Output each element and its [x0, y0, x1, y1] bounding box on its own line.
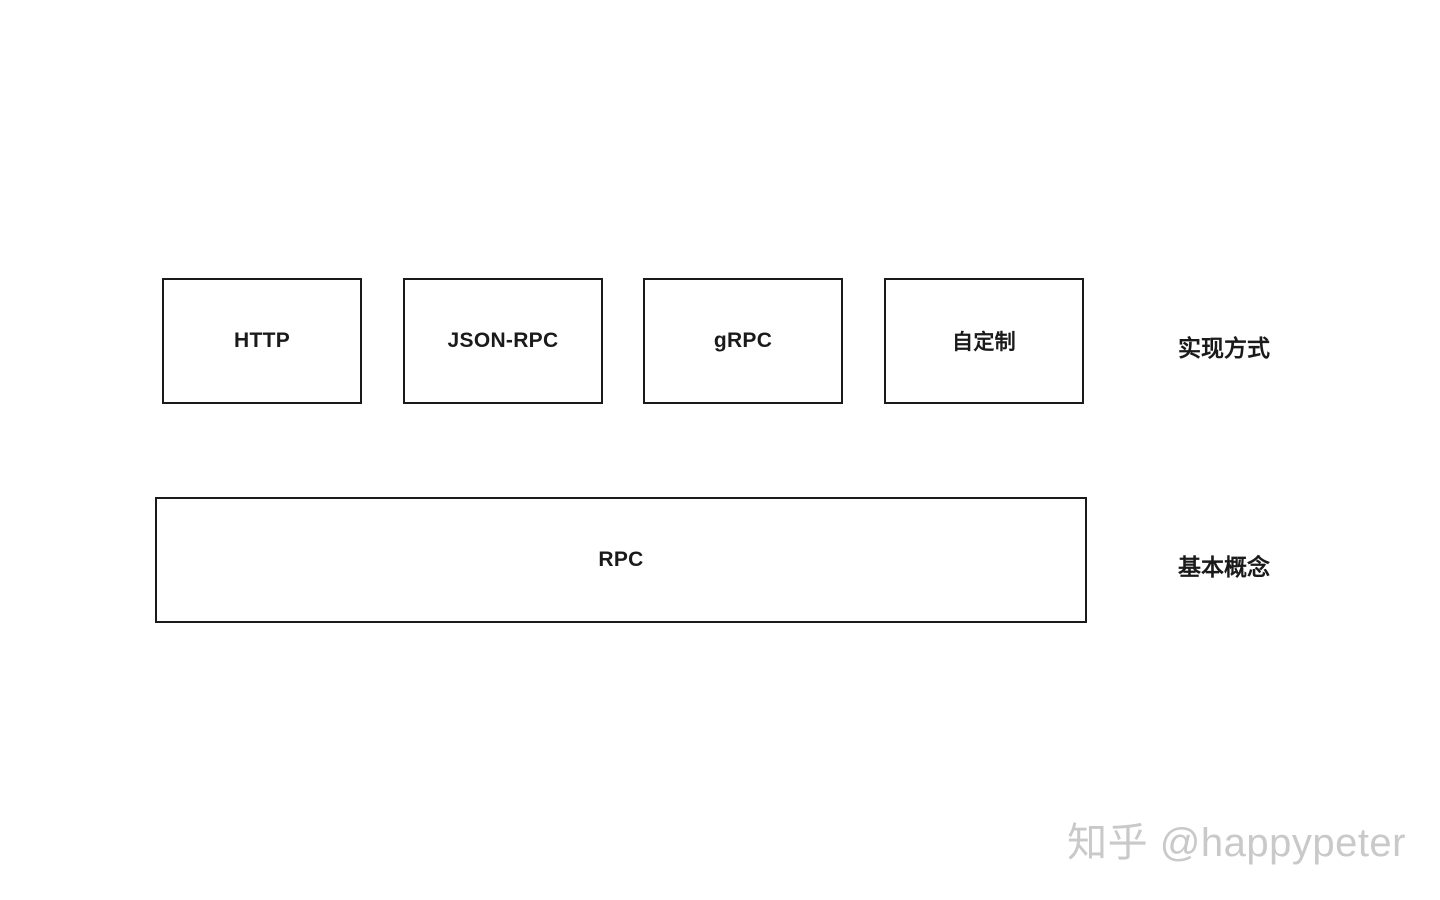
concept-row-label: 基本概念 [1178, 554, 1270, 580]
impl-box-json-rpc: JSON-RPC [403, 278, 603, 404]
impl-box-custom: 自定制 [884, 278, 1084, 404]
impl-box-http: HTTP [162, 278, 362, 404]
concept-box-rpc-label: RPC [598, 548, 644, 571]
impl-box-json-rpc-label: JSON-RPC [447, 329, 559, 352]
impl-box-grpc: gRPC [643, 278, 843, 404]
impl-box-http-label: HTTP [233, 329, 291, 352]
zhihu-watermark: 知乎 @happypeter [1067, 821, 1406, 865]
impl-box-custom-label: 自定制 [952, 331, 1016, 354]
concept-box-rpc: RPC [155, 497, 1087, 623]
impl-box-grpc-label: gRPC [713, 329, 773, 352]
implementation-row-label: 实现方式 [1178, 335, 1270, 361]
